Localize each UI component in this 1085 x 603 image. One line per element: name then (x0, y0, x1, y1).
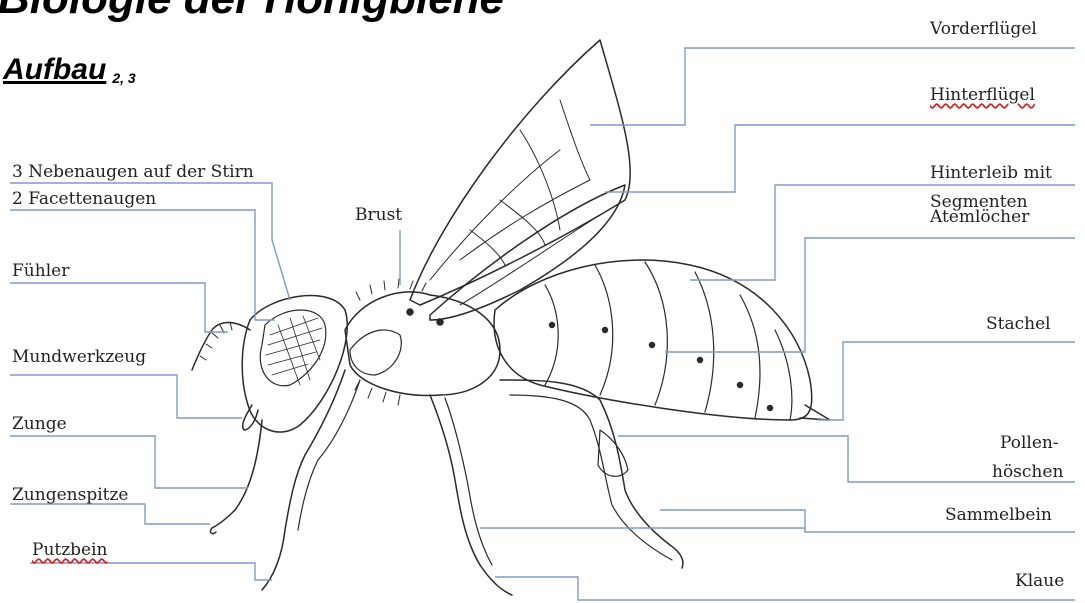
label-hinterfluegel: Hinterflügel (930, 84, 1035, 106)
label-sammelbein: Sammelbein (945, 504, 1052, 526)
label-mundwerkzeug: Mundwerkzeug (12, 346, 146, 368)
leader-lines (10, 48, 1075, 600)
label-putzbein: Putzbein (32, 539, 108, 561)
compound-eye-hatch (266, 316, 322, 385)
label-pollen-line1: Pollen- (1000, 432, 1059, 454)
tongue-tip (210, 528, 216, 534)
mandible (243, 405, 258, 430)
thorax-hairs (355, 279, 426, 405)
leader-zungenspitze (10, 504, 210, 524)
label-zungenspitze: Zungenspitze (12, 484, 129, 506)
abdomen-segments (545, 262, 792, 420)
spiracle-6 (768, 406, 773, 411)
bee-drawing (192, 40, 830, 595)
forewing-vein (430, 100, 590, 280)
antenna (192, 323, 250, 371)
tongue (212, 420, 262, 528)
stinger (800, 405, 830, 420)
label-brust: Brust (355, 204, 402, 226)
label-facettenaugen: 2 Facettenaugen (12, 188, 156, 210)
label-atemloecher: Atemlöcher (930, 206, 1029, 228)
label-zunge: Zunge (12, 413, 67, 435)
spiracle-1 (550, 323, 555, 328)
spiracle-2 (603, 328, 608, 333)
spiracle-thorax-2 (437, 319, 443, 325)
spiracle-3 (650, 343, 655, 348)
pollen-basket (598, 430, 628, 476)
spiracle-thorax-1 (407, 309, 413, 315)
label-nebenaugen: 3 Nebenaugen auf der Stirn (12, 161, 254, 183)
leader-mundwerkzeug (10, 375, 242, 418)
thorax-plate (350, 330, 401, 375)
leader-stachel (818, 342, 1075, 420)
leader-fuehler (10, 283, 228, 332)
leader-klaue (495, 577, 1075, 600)
front-leg (262, 370, 345, 590)
hind-leg (500, 380, 683, 568)
label-stachel: Stachel (986, 313, 1051, 335)
leader-zunge (10, 436, 248, 488)
middle-leg (430, 395, 512, 595)
hind-leg-inner (510, 395, 672, 560)
front-leg-inner (298, 380, 360, 530)
hindwing-vein (460, 215, 600, 305)
leader-putzbein (30, 563, 272, 580)
spiracle-5 (738, 383, 743, 388)
label-vorderfluegel: Vorderflügel (930, 18, 1037, 40)
forewing (410, 40, 630, 305)
leader-sammelbein-2 (480, 528, 805, 532)
label-klaue: Klaue (1015, 570, 1064, 592)
thorax (345, 292, 500, 396)
label-fuehler: Fühler (12, 260, 69, 282)
label-hinterleib-line1: Hinterleib mit (930, 162, 1052, 184)
spiracle-4 (698, 358, 703, 363)
label-pollen-line2: höschen (992, 461, 1063, 483)
